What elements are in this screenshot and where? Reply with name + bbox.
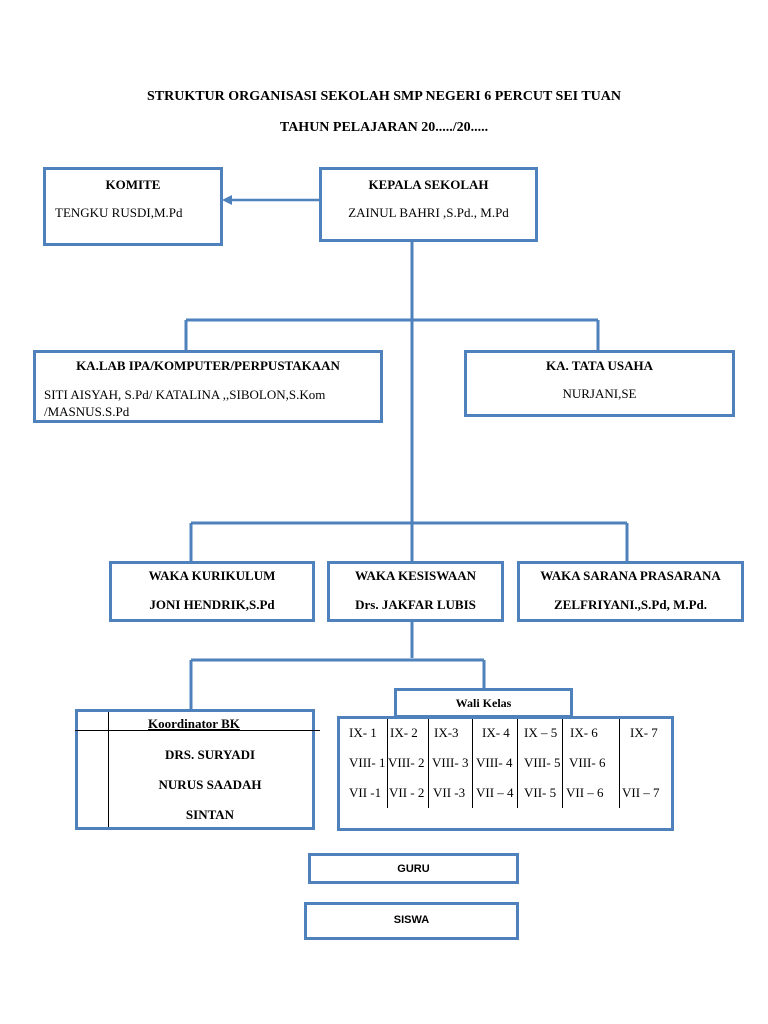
komite-box: KOMITE TENGKU RUSDI,M.Pd: [43, 167, 223, 246]
koordinator-bk-box: Koordinator BK DRS. SURYADI NURUS SAADAH…: [75, 709, 320, 830]
wali-kelas-cell: VIII- 2: [388, 755, 425, 770]
guru-box: GURU: [308, 853, 519, 884]
bk-table-divider: [108, 712, 109, 827]
wali-kelas-cell: VIII- 3: [432, 755, 469, 770]
wali-kelas-cell: VII -1: [349, 785, 382, 800]
waka-sarana-box: WAKA SARANA PRASARANA ZELFRIYANI.,S.Pd, …: [517, 561, 744, 622]
wali-kelas-label: Wali Kelas: [455, 696, 512, 710]
guru-label: GURU: [397, 863, 430, 875]
arrow-head-icon: [222, 195, 232, 205]
wali-kelas-col-divider: [387, 719, 388, 808]
koordinator-bk-name-3: SINTAN: [185, 807, 235, 822]
diagram-subtitle: TAHUN PELAJARAN 20...../20.....: [279, 120, 489, 135]
wali-kelas-cell: VIII- 6: [569, 755, 606, 770]
ka-tata-usaha-box: KA. TATA USAHA NURJANI,SE: [464, 350, 735, 417]
wali-kelas-cell: VII – 7: [622, 785, 660, 800]
wali-kelas-cell: VIII- 1: [349, 755, 386, 770]
wali-kelas-cell: VII- 5: [524, 785, 557, 800]
kepala-sekolah-label: KEPALA SEKOLAH: [368, 177, 489, 192]
waka-kesiswaan-box: WAKA KESISWAAN Drs. JAKFAR LUBIS: [327, 561, 504, 622]
waka-sarana-label: WAKA SARANA PRASARANA: [540, 568, 721, 583]
wali-kelas-cell: VII - 2: [389, 785, 425, 800]
wali-kelas-col-divider: [517, 719, 518, 808]
wali-kelas-header-box: Wali Kelas: [394, 688, 573, 718]
wali-kelas-cell: VIII- 4: [476, 755, 513, 770]
wali-kelas-cell: IX-3: [434, 725, 459, 740]
diagram-title: STRUKTUR ORGANISASI SEKOLAH SMP NEGERI 6…: [146, 89, 622, 104]
komite-name: TENGKU RUSDI,M.Pd: [55, 205, 183, 220]
waka-sarana-name: ZELFRIYANI.,S.Pd, M.Pd.: [553, 597, 708, 612]
wali-kelas-cell: IX- 6: [570, 725, 598, 740]
ka-tata-usaha-name: NURJANI,SE: [562, 386, 637, 401]
kepala-sekolah-name: ZAINUL BAHRI ,S.Pd., M.Pd: [348, 205, 509, 220]
bk-table-rule: [75, 730, 320, 731]
waka-kurikulum-label: WAKA KURIKULUM: [148, 568, 276, 583]
kepala-sekolah-box: KEPALA SEKOLAH ZAINUL BAHRI ,S.Pd., M.Pd: [319, 167, 538, 242]
ka-lab-name-line1: SITI AISYAH, S.Pd/ KATALINA ,,SIBOLON,S.…: [44, 387, 326, 402]
wali-kelas-cell: VII – 6: [566, 785, 604, 800]
wali-kelas-col-divider: [428, 719, 429, 808]
wali-kelas-cell: VII – 4: [476, 785, 514, 800]
komite-label: KOMITE: [105, 177, 161, 192]
wali-kelas-table: IX- 1 IX- 2 IX-3 IX- 4 IX – 5 IX- 6 IX- …: [337, 716, 674, 831]
koordinator-bk-name-1: DRS. SURYADI: [164, 747, 256, 762]
wali-kelas-cell: IX- 4: [482, 725, 510, 740]
wali-kelas-cell: IX – 5: [524, 725, 558, 740]
waka-kurikulum-name: JONI HENDRIK,S.Pd: [149, 597, 275, 612]
wali-kelas-cell: VII -3: [433, 785, 466, 800]
wali-kelas-cell: IX- 2: [390, 725, 418, 740]
koordinator-bk-label: Koordinator BK: [148, 716, 240, 731]
wali-kelas-col-divider: [562, 719, 563, 808]
ka-lab-label: KA.LAB IPA/KOMPUTER/PERPUSTAKAAN: [76, 358, 340, 373]
wali-kelas-cell: IX- 7: [630, 725, 658, 740]
ka-lab-name-line2: /MASNUS.S.Pd: [44, 404, 130, 419]
wali-kelas-cell: VIII- 5: [524, 755, 561, 770]
koordinator-bk-name-2: NURUS SAADAH: [158, 777, 262, 792]
wali-kelas-cell: IX- 1: [349, 725, 377, 740]
waka-kesiswaan-label: WAKA KESISWAAN: [354, 568, 476, 583]
siswa-box: SISWA: [304, 902, 519, 940]
wali-kelas-col-divider: [472, 719, 473, 808]
siswa-label: SISWA: [393, 914, 430, 926]
waka-kesiswaan-name: Drs. JAKFAR LUBIS: [355, 597, 476, 612]
wali-kelas-col-divider: [619, 719, 620, 808]
ka-tata-usaha-label: KA. TATA USAHA: [545, 358, 654, 373]
waka-kurikulum-box: WAKA KURIKULUM JONI HENDRIK,S.Pd: [109, 561, 315, 622]
ka-lab-box: KA.LAB IPA/KOMPUTER/PERPUSTAKAAN SITI AI…: [33, 350, 383, 423]
